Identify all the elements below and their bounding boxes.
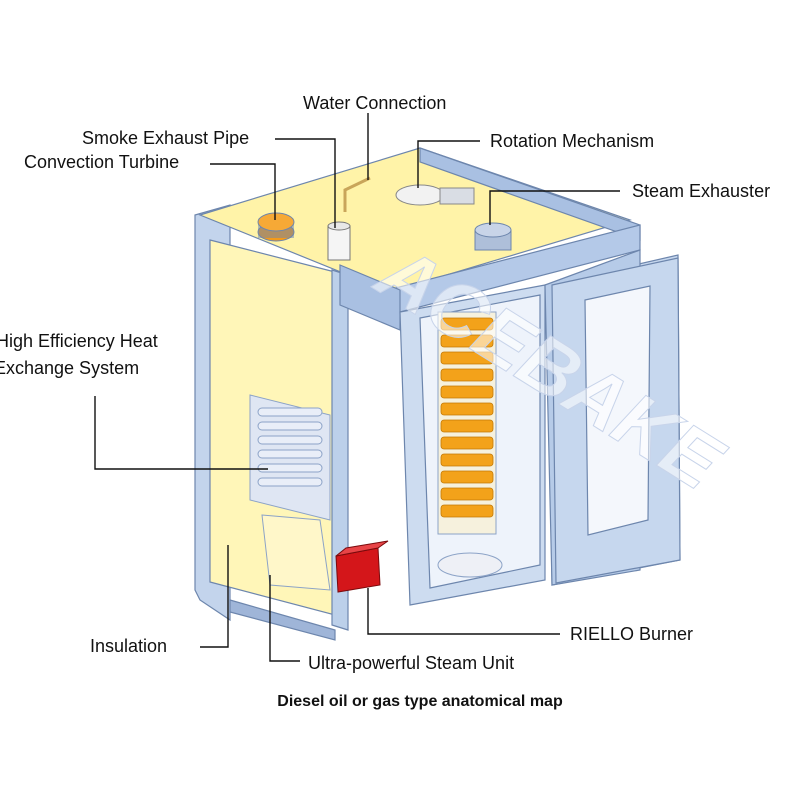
tray-rack xyxy=(437,311,503,578)
label-convection-turbine: Convection Turbine xyxy=(24,152,180,172)
label-water-connection: Water Connection xyxy=(303,93,447,113)
label-riello-burner: RIELLO Burner xyxy=(570,624,694,644)
door-window-front xyxy=(584,285,651,536)
smoke-exhaust-pipe xyxy=(327,221,351,261)
leader-turbine xyxy=(210,163,276,220)
steam-unit xyxy=(261,514,331,591)
label-steam-exhauster: Steam Exhauster xyxy=(632,181,771,201)
rotation-mechanism xyxy=(395,184,475,206)
leader-heat xyxy=(94,396,268,470)
leader-smoke xyxy=(275,138,336,228)
leader-rotation xyxy=(417,140,480,188)
leader-burner xyxy=(367,588,560,635)
diagram-caption: Diesel oil or gas type anatomical map xyxy=(277,693,563,710)
label-heat-exchange-line2: Exchange System xyxy=(0,358,140,378)
label-rotation-mechanism: Rotation Mechanism xyxy=(490,131,655,151)
label-steam-unit: Ultra-powerful Steam Unit xyxy=(308,653,515,673)
leader-insulation xyxy=(200,545,229,648)
label-smoke-exhaust-pipe: Smoke Exhaust Pipe xyxy=(82,128,250,148)
leader-lines xyxy=(94,113,620,662)
burner xyxy=(335,540,389,593)
label-insulation: Insulation xyxy=(90,636,168,656)
label-heat-exchange-line1: High Efficiency Heat xyxy=(0,331,158,351)
leader-steam-exhauster xyxy=(489,190,620,225)
heat-exchanger xyxy=(249,394,331,521)
lower-front xyxy=(229,599,336,641)
steam-exhauster xyxy=(474,222,512,251)
leader-steam-unit xyxy=(269,575,300,662)
convection-turbine xyxy=(257,212,295,242)
water-pipe xyxy=(343,176,371,212)
front-overhang xyxy=(339,264,401,331)
